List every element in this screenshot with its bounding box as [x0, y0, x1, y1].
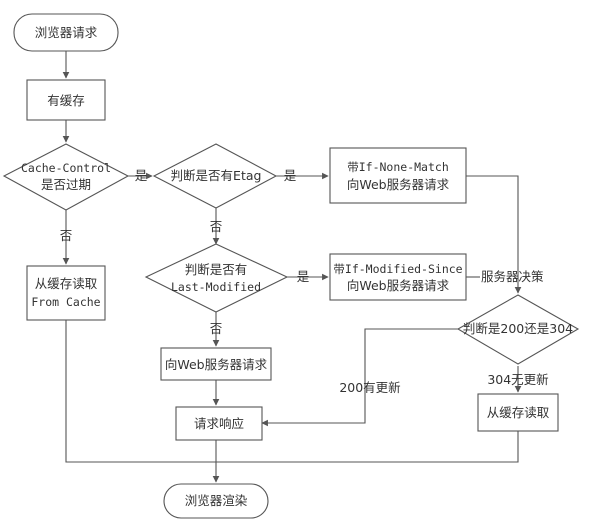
if-modified-since-node [329, 253, 467, 301]
server-decide-label: 服务器决策 [481, 269, 544, 284]
if-none-match-label-line1: 带If-None-Match [347, 160, 449, 174]
browser-request-label: 浏览器请求 [35, 25, 98, 40]
read-cache-node [26, 265, 106, 321]
check-status-label: 判断是200还是304 [463, 321, 573, 336]
read-cache-304-label: 从缓存读取 [487, 405, 550, 420]
status-200-label: 200有更新 [339, 380, 400, 395]
if-none-match-label-line2: 向Web服务器请求 [347, 177, 450, 192]
if-modified-since-label-line1: 带If-Modified-Since [333, 262, 462, 276]
check-status-diamond [456, 294, 580, 365]
has-cache-node [26, 79, 106, 121]
request-response-node [175, 406, 263, 441]
yes-label-3: 是 [297, 269, 310, 284]
cache-control-label-line2: 是否过期 [41, 177, 91, 192]
cache-control-diamond [2, 143, 130, 211]
connectors [62, 51, 522, 483]
status-304-label: 304无更新 [487, 372, 548, 387]
browser-request-node [13, 13, 119, 52]
read-cache-label-line2: From Cache [31, 295, 100, 309]
check-etag-label: 判断是否有Etag [171, 168, 262, 183]
request-server-node [160, 347, 272, 381]
check-last-modified-label-line2: Last-Modified [171, 280, 261, 294]
check-etag-diamond [152, 143, 278, 209]
check-last-modified-diamond [144, 243, 289, 313]
if-none-match-node [329, 147, 467, 204]
browser-render-node [163, 483, 269, 519]
check-last-modified-label-line1: 判断是否有 [185, 262, 248, 277]
request-response-label: 请求响应 [194, 416, 244, 431]
no-label-1: 否 [60, 228, 73, 243]
if-modified-since-label-line2: 向Web服务器请求 [347, 278, 450, 293]
yes-label-1: 是 [135, 168, 148, 183]
no-label-2: 否 [210, 219, 223, 234]
browser-render-label: 浏览器渲染 [185, 493, 248, 508]
read-cache-label-line1: 从缓存读取 [35, 276, 98, 291]
has-cache-label: 有缓存 [47, 93, 85, 108]
request-server-label: 向Web服务器请求 [165, 357, 268, 372]
cache-control-label-line1: Cache-Control [21, 161, 111, 175]
no-label-3: 否 [210, 321, 223, 336]
yes-label-2: 是 [284, 168, 297, 183]
read-cache-304-node [477, 393, 559, 432]
